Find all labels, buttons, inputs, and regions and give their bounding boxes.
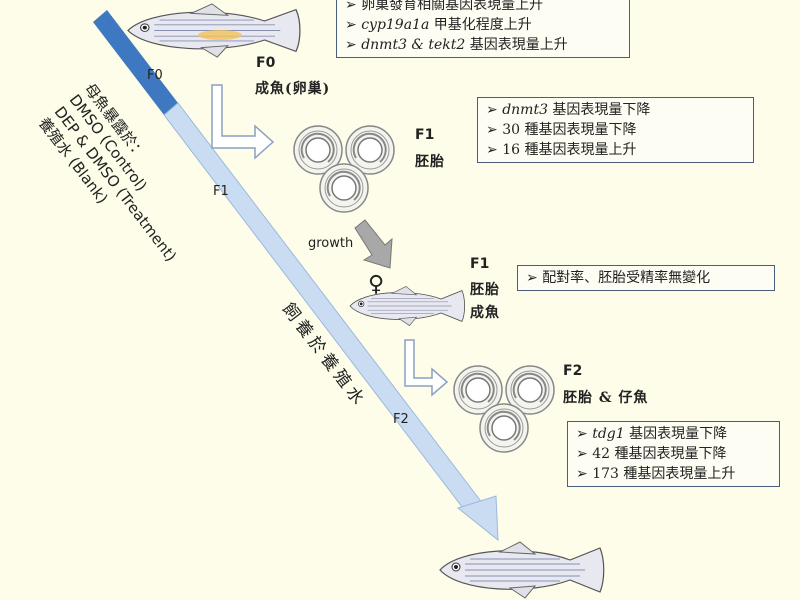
bent-arrow-f1-to-f2 [404,339,449,397]
f1-adult-desc2: 成魚 [470,305,500,321]
timeline-arrowhead [456,495,499,542]
f2-fish-icon [439,541,605,599]
ovary-icon [198,30,242,40]
f2-desc: 胚胎 & 仔魚 [563,390,649,406]
f0-desc: 成魚(卵巢) [255,81,331,97]
generation-timeline-bar [93,10,499,542]
growth-label: growth [308,236,354,251]
f1-embryos-icon [293,125,395,213]
f1-embryo-findings-box: ➢ dnmt3 基因表現量下降 ➢ 30 種基因表現量下降 ➢ 16 種基因表現… [477,97,754,163]
f2-findings-box: ➢ tdg1 基因表現量下降 ➢ 42 種基因表現量下降 ➢ 173 種基因表現… [567,421,780,487]
f2-finding: ➢ 42 種基因表現量下降 [576,446,727,462]
f1-adult-label: F1 [470,256,490,272]
f0-label: F0 [256,55,276,71]
f0-finding: ➢ cyp19a1a 甲基化程度上升 [345,17,532,33]
f1-adult-finding: ➢ 配對率、胚胎受精率無變化 [526,270,711,286]
f2-label: F2 [563,363,583,379]
f1-embryo-desc: 胚胎 [415,154,445,170]
bar-label-f2: F2 [393,412,409,427]
f1-adult-desc1: 胚胎 [470,282,500,298]
f1-embryo-finding: ➢ 30 種基因表現量下降 [486,122,637,138]
bent-arrow-f0-to-f1 [211,84,275,160]
f1-embryo-finding: ➢ dnmt3 基因表現量下降 [486,102,651,118]
bar-label-f1: F1 [213,184,229,199]
female-symbol: ♀ [368,272,385,297]
bar-label-f0: F0 [147,68,163,83]
f1-adult-findings-box: ➢ 配對率、胚胎受精率無變化 [517,265,775,291]
f1-embryo-label: F1 [415,127,435,143]
f1-embryo-finding: ➢ 16 種基因表現量上升 [486,142,637,158]
f2-embryos-icon [453,365,555,453]
f0-finding: ➢ 卵巢發育相關基因表現量上升 [345,0,544,13]
growth-arrow [354,219,393,269]
f2-finding: ➢ tdg1 基因表現量下降 [576,426,728,442]
f2-finding: ➢ 173 種基因表現量上升 [576,466,736,482]
f0-finding: ➢ dnmt3 & tekt2 基因表現量上升 [345,37,568,53]
f0-findings-box: ➢ 卵巢發育相關基因表現量上升 ➢ cyp19a1a 甲基化程度上升 ➢ dnm… [336,0,630,58]
